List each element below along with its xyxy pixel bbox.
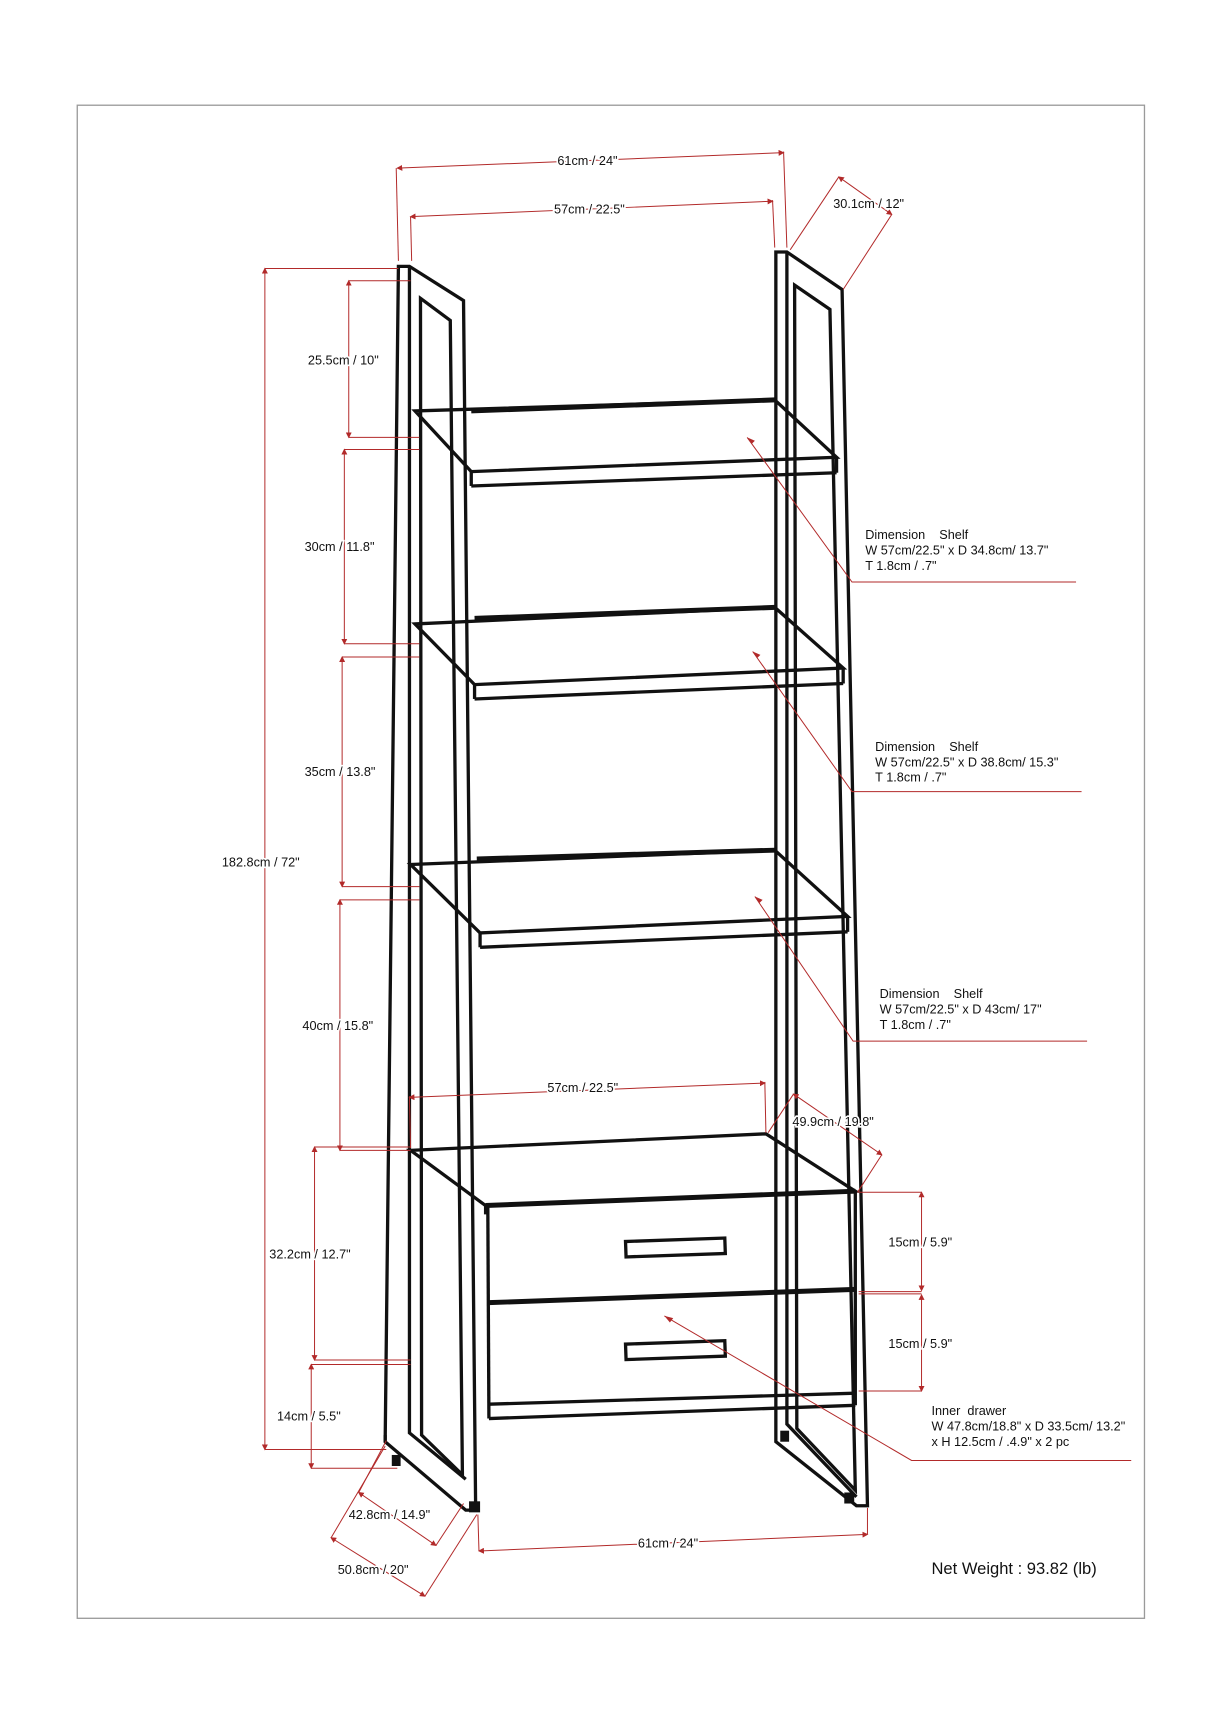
- drawer-2-handle: [623, 1338, 728, 1362]
- label-bottom-clearance: 14cm / 5.5": [277, 1410, 341, 1424]
- label-base-outer-depth: 50.8cm / 20": [338, 1563, 409, 1577]
- label-gap-4: 40cm / 15.8": [302, 1019, 373, 1033]
- shelf-3-note: Dimension Shelf W 57cm/22.5" x D 43cm/ 1…: [880, 987, 1042, 1032]
- inner-drawer-title: Inner drawer: [931, 1404, 1007, 1418]
- label-base-width: 61cm / 24": [638, 1537, 698, 1551]
- drawer-1-bottom: [488, 1286, 856, 1306]
- label-total-height: 182.8cm / 72": [222, 856, 300, 870]
- shelf-1: [411, 397, 841, 488]
- left-front-foot: [469, 1501, 481, 1513]
- shelf-1-note-thickness: T 1.8cm / .7": [865, 559, 936, 573]
- bookcase-outline: [383, 250, 870, 1513]
- shelf-2: [411, 604, 848, 701]
- label-gap-2: 30cm / 11.8": [305, 540, 375, 554]
- shelf-3-note-title: Dimension Shelf: [880, 987, 983, 1001]
- label-overall-width: 61cm / 24": [557, 154, 617, 168]
- shelf-2-note-thickness: T 1.8cm / .7": [875, 771, 946, 785]
- inner-drawer-height: x H 12.5cm / .4.9" x 2 pc: [931, 1435, 1069, 1449]
- label-drawer-unit-depth: 49.9cm / 19.8": [792, 1115, 873, 1129]
- shelf-2-note-dims: W 57cm/22.5" x D 38.8cm/ 15.3": [875, 755, 1058, 769]
- left-side-frame-inner: [418, 295, 465, 1479]
- label-base-inner-depth: 42.8cm / 14.9": [349, 1508, 430, 1522]
- shelf-1-note-title: Dimension Shelf: [865, 528, 968, 542]
- page-border: [76, 104, 1146, 1619]
- shelf-3: [406, 847, 852, 949]
- shelf-2-note: Dimension Shelf W 57cm/22.5" x D 38.8cm/…: [875, 740, 1058, 785]
- label-drawer-unit-width: 57cm / 22.5": [547, 1081, 618, 1095]
- shelf-1-note: Dimension Shelf W 57cm/22.5" x D 34.8cm/…: [865, 528, 1048, 573]
- shelf-2-note-title: Dimension Shelf: [875, 740, 978, 754]
- shelf-3-note-dims: W 57cm/22.5" x D 43cm/ 17": [880, 1003, 1042, 1017]
- drawer-unit: [405, 1132, 861, 1421]
- label-drawer-1-height: 15cm / 5.9": [888, 1235, 952, 1249]
- label-drawer-section: 32.2cm / 12.7": [269, 1248, 350, 1262]
- shelf-1-note-dims: W 57cm/22.5" x D 34.8cm/ 13.7": [865, 543, 1048, 557]
- label-gap-1: 25.5cm / 10": [308, 354, 379, 368]
- right-back-foot: [780, 1430, 790, 1442]
- left-back-foot: [391, 1454, 401, 1466]
- right-front-foot: [844, 1492, 855, 1504]
- label-drawer-2-height: 15cm / 5.9": [888, 1337, 952, 1351]
- label-top-depth: 30.1cm / 12": [833, 197, 904, 211]
- inner-drawer-note: Inner drawer W 47.8cm/18.8" x D 33.5cm/ …: [931, 1404, 1125, 1449]
- shelf-3-note-thickness: T 1.8cm / .7": [880, 1018, 951, 1032]
- inner-drawer-dims: W 47.8cm/18.8" x D 33.5cm/ 13.2": [931, 1420, 1125, 1434]
- dimension-labels: 61cm / 24" 57cm / 22.5" 30.1cm / 12" 182…: [220, 152, 1125, 1579]
- dimension-lines: [261, 149, 1132, 1597]
- right-side-frame-inner: [792, 281, 858, 1495]
- drawer-1-handle: [623, 1236, 728, 1259]
- label-inner-width: 57cm / 22.5": [554, 202, 625, 216]
- label-gap-3: 35cm / 13.8": [305, 765, 376, 779]
- drawer-2-bottom: [488, 1391, 856, 1406]
- net-weight: Net Weight : 93.82 (lb): [931, 1559, 1096, 1578]
